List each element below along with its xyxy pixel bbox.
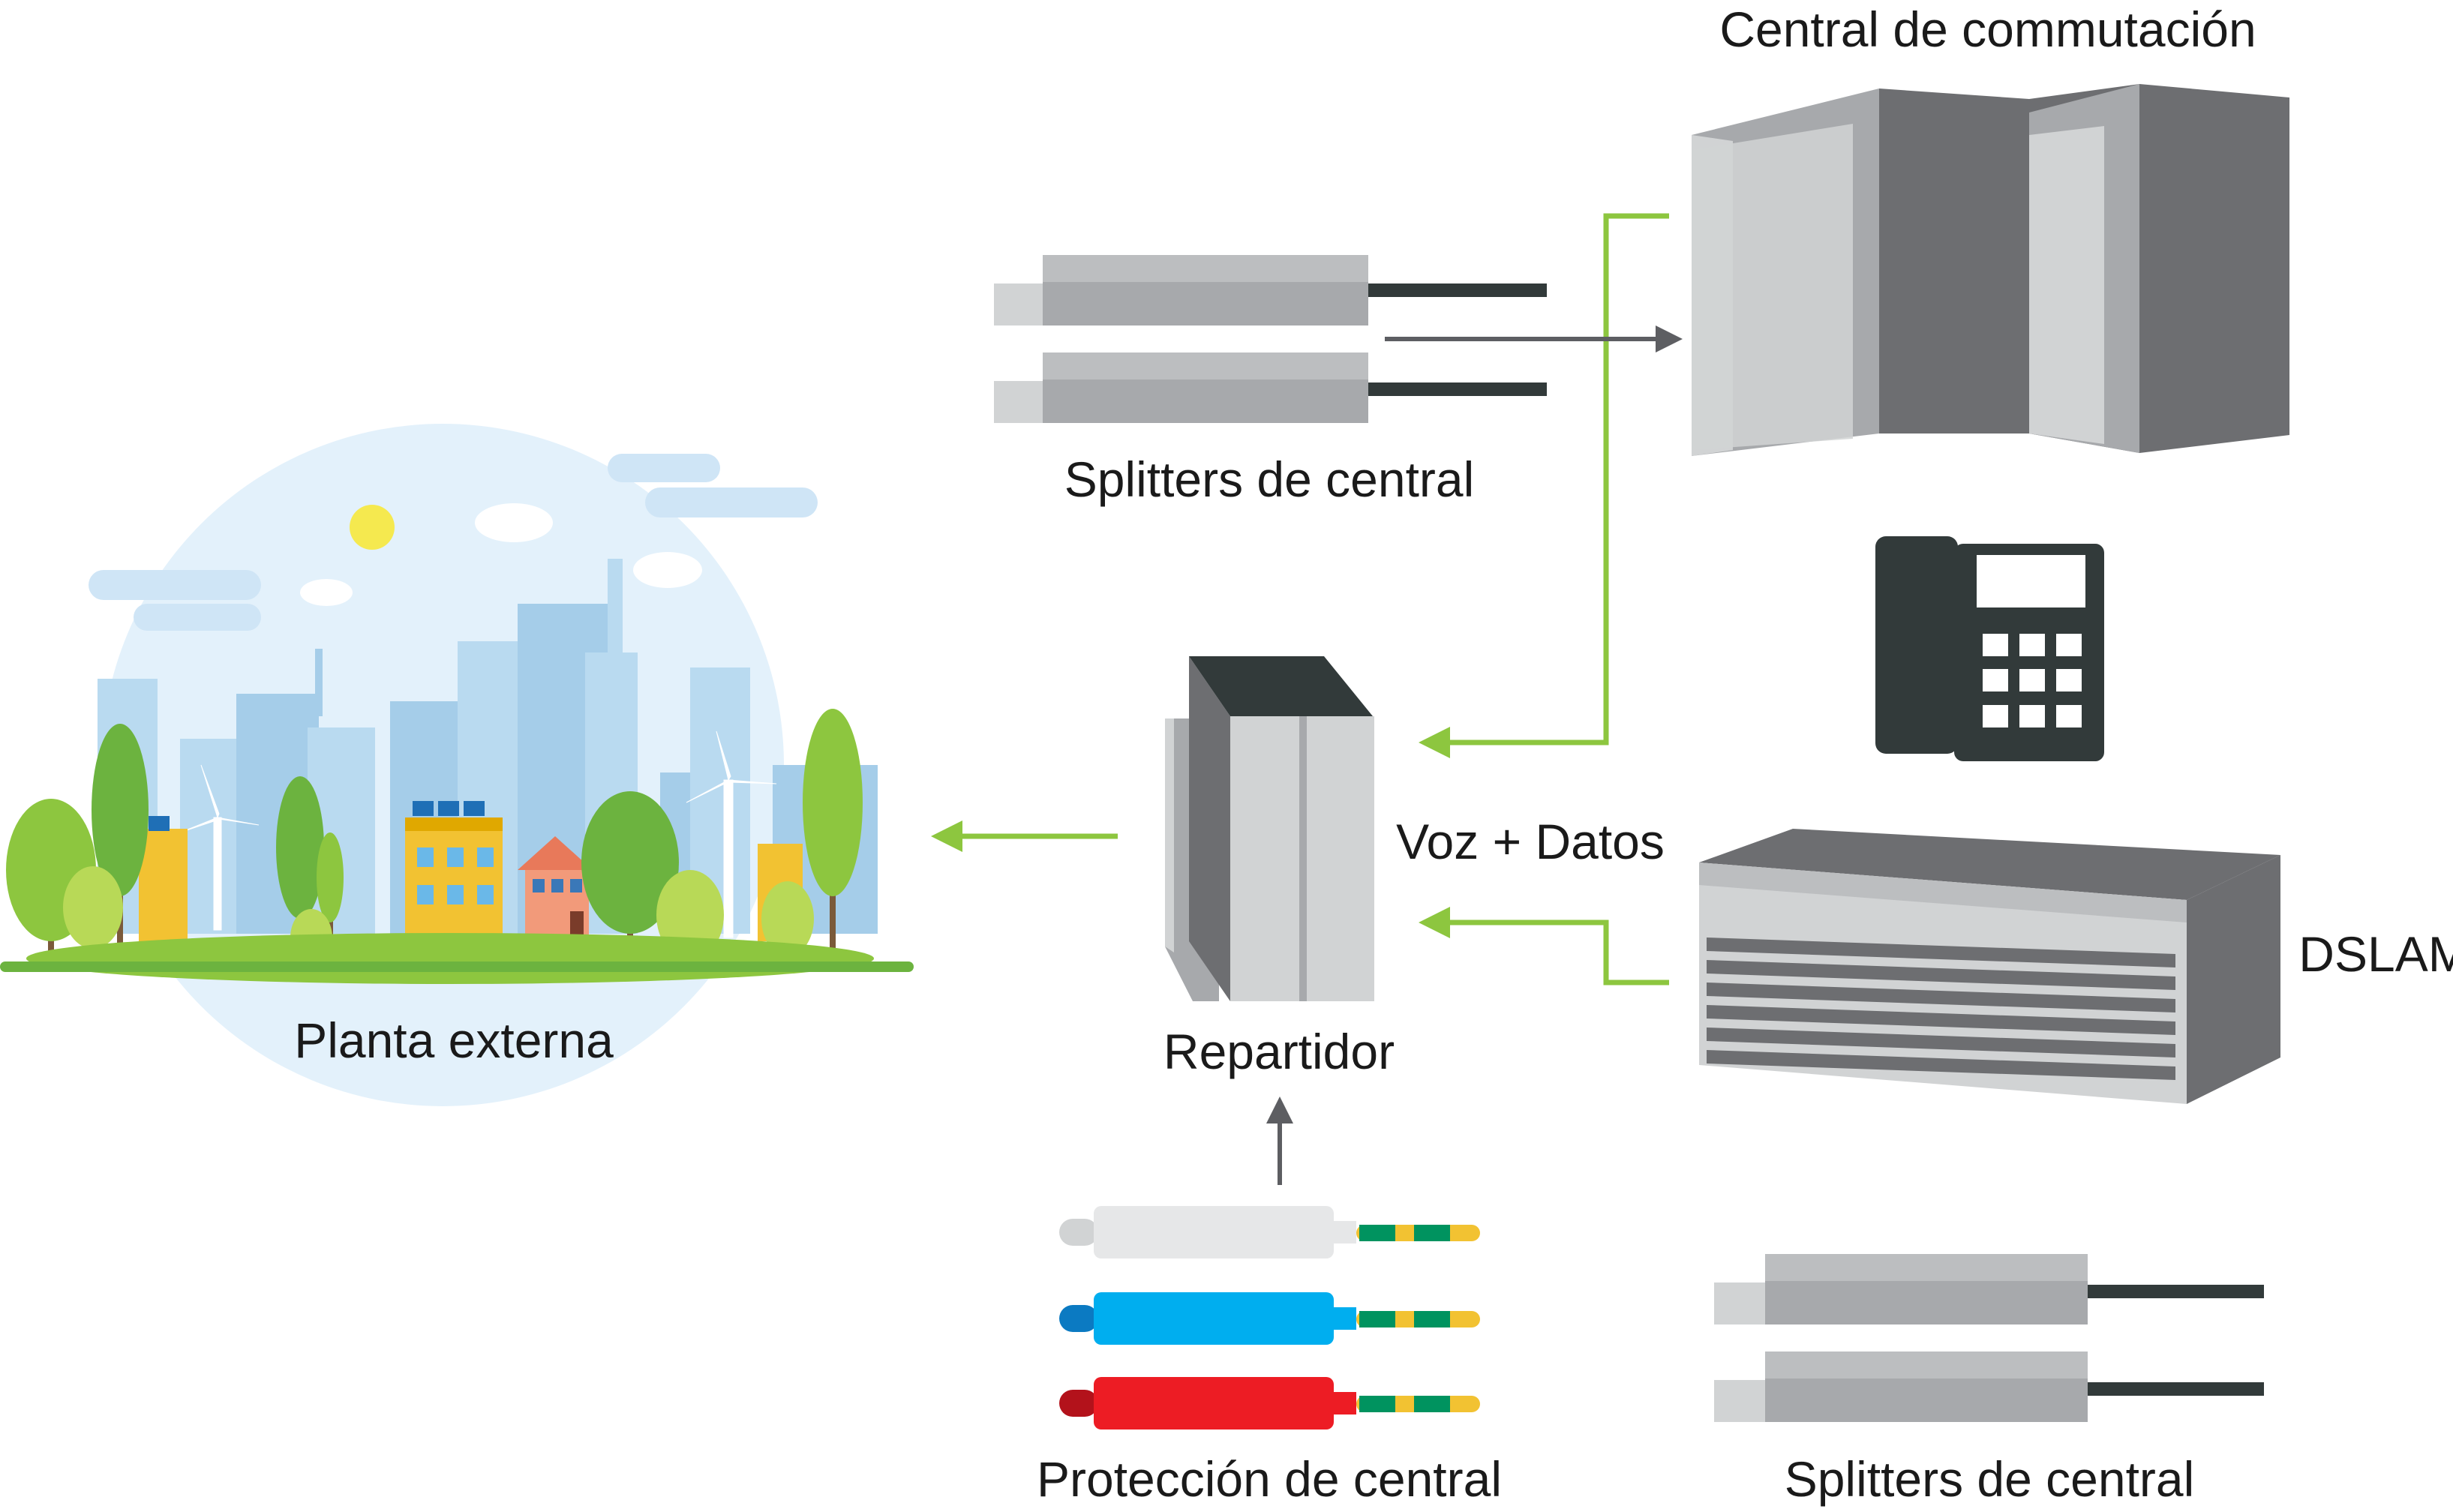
label-splitters-top: Splitters de central bbox=[1064, 452, 1475, 507]
city-illustration bbox=[0, 424, 914, 1106]
splitter-icon bbox=[994, 255, 1547, 423]
label-switching: Central de commutación bbox=[1719, 2, 2256, 57]
green-line-dslam-to-distributor bbox=[1419, 907, 1669, 986]
dslam-rack-icon bbox=[1699, 829, 2280, 1104]
distributor-frame-icon bbox=[1165, 656, 1374, 1001]
green-line-switch-to-distributor bbox=[1419, 213, 1669, 758]
telephone-icon bbox=[1875, 536, 2104, 761]
label-voice-data: Voz + Datos bbox=[1396, 814, 1665, 869]
splitter-icon bbox=[1714, 1254, 2264, 1422]
label-protection: Protección de central bbox=[1037, 1451, 1502, 1507]
label-outside-plant: Planta externa bbox=[294, 1012, 614, 1068]
label-dslam: DSLAM bbox=[2298, 926, 2453, 982]
switching-equipment-icon bbox=[1692, 84, 2289, 456]
connectors bbox=[931, 213, 1683, 1185]
protector-plug-icon bbox=[1059, 1206, 1480, 1430]
label-distributor: Repartidor bbox=[1163, 1024, 1395, 1079]
label-splitters-bottom: Splitters de central bbox=[1785, 1451, 2195, 1507]
